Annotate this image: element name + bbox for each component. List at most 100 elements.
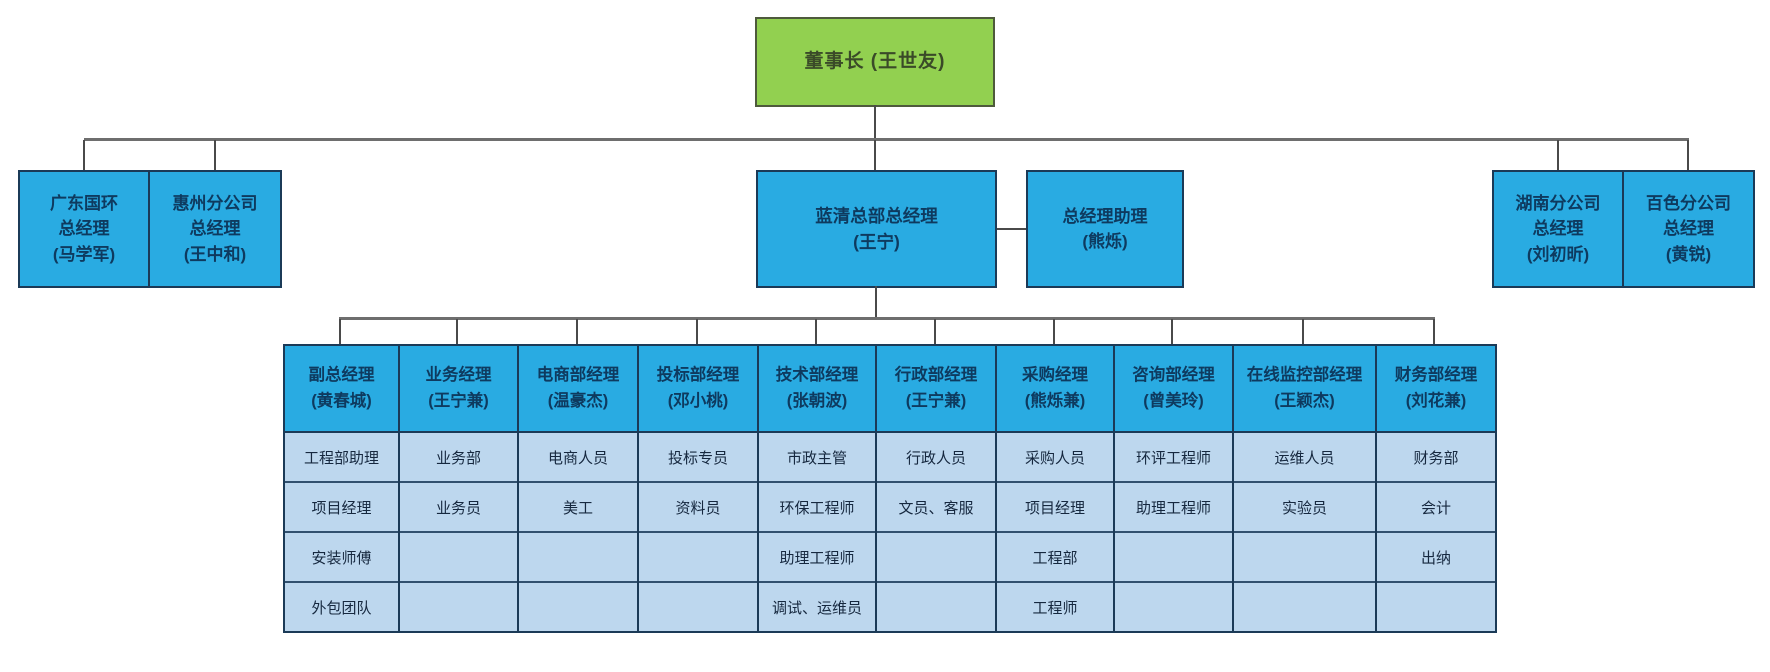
box-line: 总经理	[1532, 219, 1584, 239]
staff-cell: 安装师傅	[285, 533, 398, 583]
connector-line	[456, 319, 458, 345]
department-title: 技术部经理	[775, 365, 859, 384]
department-manager: (熊烁兼)	[1024, 391, 1086, 410]
box-line: 广东国环	[50, 193, 118, 213]
staff-cell: 项目经理	[997, 483, 1113, 533]
staff-cell: 资料员	[639, 483, 757, 533]
connector-line	[1433, 319, 1435, 345]
staff-cell	[1234, 583, 1375, 631]
connector-line	[1053, 319, 1055, 345]
department-title: 投标部经理	[656, 365, 740, 384]
department-title: 行政部经理	[894, 365, 978, 384]
department-title: 在线监控部经理	[1246, 365, 1363, 384]
department-head: 副总经理 (黄春城)	[285, 346, 398, 433]
department-column-finance: 财务部经理 (刘花兼) 财务部 会计 出纳	[1377, 346, 1495, 631]
box-line: 总经理	[58, 219, 110, 239]
company-box-hunan-branch: 湖南分公司 总经理 (刘初昕)	[1492, 170, 1624, 288]
department-column-online-monitoring: 在线监控部经理 (王颖杰) 运维人员 实验员	[1234, 346, 1377, 631]
box-line: (刘初昕)	[1526, 244, 1590, 264]
connector-line	[1171, 319, 1173, 345]
department-title: 电商部经理	[536, 365, 620, 384]
department-column-procurement: 采购经理 (熊烁兼) 采购人员 项目经理 工程部 工程师	[997, 346, 1115, 631]
box-line: (熊烁)	[1082, 232, 1128, 251]
chairman-box: 董事长 (王世友)	[755, 17, 995, 107]
department-title: 财务部经理	[1394, 365, 1478, 384]
staff-cell: 文员、客服	[877, 483, 995, 533]
connector-line	[1302, 319, 1304, 345]
department-column-admin: 行政部经理 (王宁兼) 行政人员 文员、客服	[877, 346, 997, 631]
staff-cell	[1115, 583, 1232, 631]
department-table: 副总经理 (黄春城) 工程部助理 项目经理 安装师傅 外包团队 业务经理 (王宁…	[283, 344, 1497, 633]
department-manager: (黄春城)	[311, 391, 372, 410]
connector-line	[1557, 140, 1559, 172]
connector-line	[576, 319, 578, 345]
staff-cell: 实验员	[1234, 483, 1375, 533]
staff-cell: 会计	[1377, 483, 1495, 533]
connector-line	[696, 319, 698, 345]
connector-line	[1687, 140, 1689, 172]
department-head: 业务经理 (王宁兼)	[400, 346, 517, 433]
department-manager: (王颖杰)	[1274, 391, 1335, 410]
box-line: 蓝清总部总经理	[815, 205, 938, 226]
staff-cell: 电商人员	[519, 433, 637, 483]
department-manager: (王宁兼)	[428, 391, 489, 410]
staff-cell: 工程师	[997, 583, 1113, 631]
box-line: 惠州分公司	[172, 193, 258, 213]
box-line: 湖南分公司	[1515, 193, 1601, 213]
connector-line	[339, 319, 341, 345]
staff-cell	[519, 583, 637, 631]
staff-cell: 调试、运维员	[759, 583, 875, 631]
company-box-baise-branch: 百色分公司 总经理 (黄锐)	[1622, 170, 1755, 288]
department-column-ecommerce: 电商部经理 (温豪杰) 电商人员 美工	[519, 346, 639, 631]
staff-cell: 项目经理	[285, 483, 398, 533]
box-line: 总经理	[1663, 219, 1714, 239]
staff-cell: 采购人员	[997, 433, 1113, 483]
staff-cell	[639, 583, 757, 631]
connector-line	[874, 105, 876, 140]
department-manager: (曾美玲)	[1143, 391, 1204, 410]
staff-cell	[1234, 533, 1375, 583]
department-head: 财务部经理 (刘花兼)	[1377, 346, 1495, 433]
department-head: 采购经理 (熊烁兼)	[997, 346, 1113, 433]
staff-cell: 出纳	[1377, 533, 1495, 583]
connector-line	[214, 140, 216, 172]
staff-cell: 环评工程师	[1115, 433, 1232, 483]
staff-cell: 财务部	[1377, 433, 1495, 483]
staff-cell	[1115, 533, 1232, 583]
box-line: 百色分公司	[1646, 193, 1731, 213]
department-head: 技术部经理 (张朝波)	[759, 346, 875, 433]
department-column-technical: 技术部经理 (张朝波) 市政主管 环保工程师 助理工程师 调试、运维员	[759, 346, 877, 631]
department-manager: (张朝波)	[786, 391, 848, 410]
department-manager: (邓小桃)	[667, 391, 729, 410]
box-line: 总经理	[189, 219, 241, 239]
connector-line	[815, 319, 817, 345]
box-line: (王中和)	[183, 244, 247, 264]
staff-cell: 市政主管	[759, 433, 875, 483]
staff-cell: 美工	[519, 483, 637, 533]
connector-line	[83, 140, 85, 172]
box-line: (马学军)	[52, 244, 116, 264]
staff-cell	[400, 583, 517, 631]
box-line: 总经理助理	[1062, 206, 1148, 226]
department-head: 在线监控部经理 (王颖杰)	[1234, 346, 1375, 433]
company-box-guangdong-guohuan: 广东国环 总经理 (马学军)	[18, 170, 150, 288]
department-title: 业务经理	[425, 365, 492, 384]
connector-line	[995, 228, 1028, 230]
staff-cell	[877, 533, 995, 583]
department-title: 咨询部经理	[1132, 365, 1215, 384]
box-line: (王宁)	[853, 232, 900, 252]
department-manager: (刘花兼)	[1405, 391, 1467, 410]
connector-line	[934, 319, 936, 345]
department-manager: (温豪杰)	[547, 391, 609, 410]
gm-assistant-box: 总经理助理 (熊烁)	[1026, 170, 1184, 288]
staff-cell	[877, 583, 995, 631]
connector-line	[339, 317, 1435, 320]
staff-cell: 工程部	[997, 533, 1113, 583]
department-column-bidding: 投标部经理 (邓小桃) 投标专员 资料员	[639, 346, 759, 631]
connector-line	[874, 140, 876, 172]
department-head: 电商部经理 (温豪杰)	[519, 346, 637, 433]
staff-cell	[519, 533, 637, 583]
company-box-lanqing-hq-gm: 蓝清总部总经理 (王宁)	[756, 170, 997, 288]
department-column-consulting: 咨询部经理 (曾美玲) 环评工程师 助理工程师	[1115, 346, 1234, 631]
chairman-label: 董事长 (王世友)	[804, 50, 946, 72]
